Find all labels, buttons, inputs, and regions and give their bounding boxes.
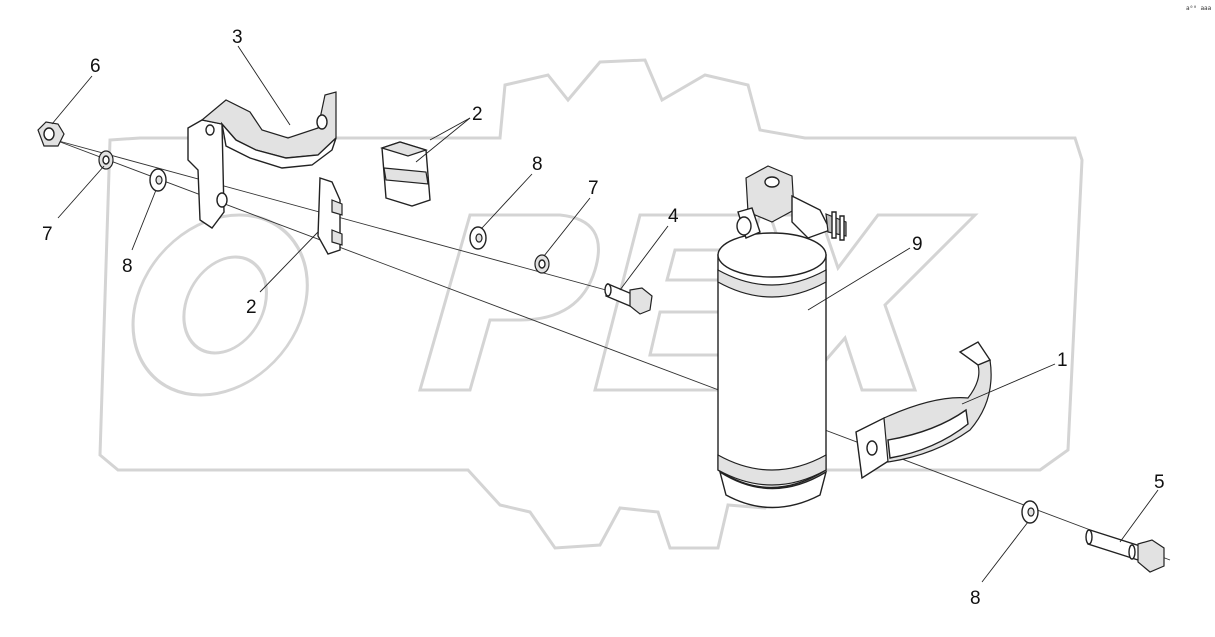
- callout-4: 4: [668, 206, 679, 227]
- bracket-plate-front: [187, 119, 225, 229]
- flat-washer-part-8-middle: [469, 226, 487, 250]
- watermark-letter-o-inner: [182, 255, 268, 355]
- clamp-band-inner: [887, 408, 969, 459]
- flat-washer-part-8-left: [149, 168, 167, 192]
- bracket-hole-lower: [216, 192, 228, 208]
- callout-1: 1: [1057, 350, 1068, 371]
- watermark-letters: [131, 213, 979, 397]
- bolt-part-4: [604, 283, 653, 315]
- callout-labels: 6 3 2 2 7 8 8 7 4 9 1 5 8 a⁰⁰ aaa: [42, 5, 1212, 609]
- rubber-pad-part-2-lower: [317, 177, 343, 255]
- drier-bottom-cap: [718, 470, 828, 509]
- drier-valve-block: [736, 165, 847, 241]
- bracket-hole-upper: [316, 114, 328, 130]
- callout-7-middle: 7: [588, 178, 599, 199]
- callout-5: 5: [1154, 472, 1165, 493]
- axis-upper: [54, 139, 651, 303]
- watermark-letter-o: [131, 213, 309, 397]
- callout-6: 6: [90, 56, 101, 77]
- drier-top-band: [717, 268, 827, 298]
- spring-washer-part-7-middle: [534, 254, 550, 274]
- flat-washer-part-8-right: [1021, 500, 1039, 524]
- nut-part-6: [37, 121, 65, 147]
- receiver-drier-part-9: [717, 165, 847, 509]
- callout-2-upper: 2: [472, 104, 483, 125]
- clamp-ear-right: [958, 341, 992, 366]
- watermark-letter-p: [418, 213, 600, 392]
- callout-7-left: 7: [42, 224, 53, 245]
- clamp-hole-left: [866, 440, 878, 456]
- callout-2-lower: 2: [246, 297, 257, 318]
- callout-3: 3: [232, 27, 243, 48]
- corner-code: a⁰⁰ aaa: [1186, 5, 1212, 12]
- bracket-strap: [220, 121, 337, 169]
- drier-top-cap: [717, 232, 827, 278]
- watermark-gear-outline: [98, 58, 1084, 550]
- drier-bottom-band: [717, 453, 827, 486]
- clamp-part-1: [855, 341, 992, 480]
- drier-pressure-switch: [791, 194, 831, 239]
- leader-lines: [51, 45, 1159, 583]
- axis-lower: [54, 139, 1171, 561]
- assembly-axes: [54, 139, 1171, 561]
- rubber-pad-part-2-upper: [380, 141, 431, 207]
- callout-9: 9: [912, 234, 923, 255]
- bracket-part-3: [187, 91, 337, 229]
- callout-8-left: 8: [122, 256, 133, 277]
- callout-8-right: 8: [970, 588, 981, 609]
- bolt-part-5: [1085, 529, 1165, 573]
- nut-hole: [43, 127, 55, 141]
- callout-8-middle: 8: [532, 154, 543, 175]
- bracket-hole-front: [205, 124, 215, 136]
- spring-washer-part-7-left: [98, 150, 114, 170]
